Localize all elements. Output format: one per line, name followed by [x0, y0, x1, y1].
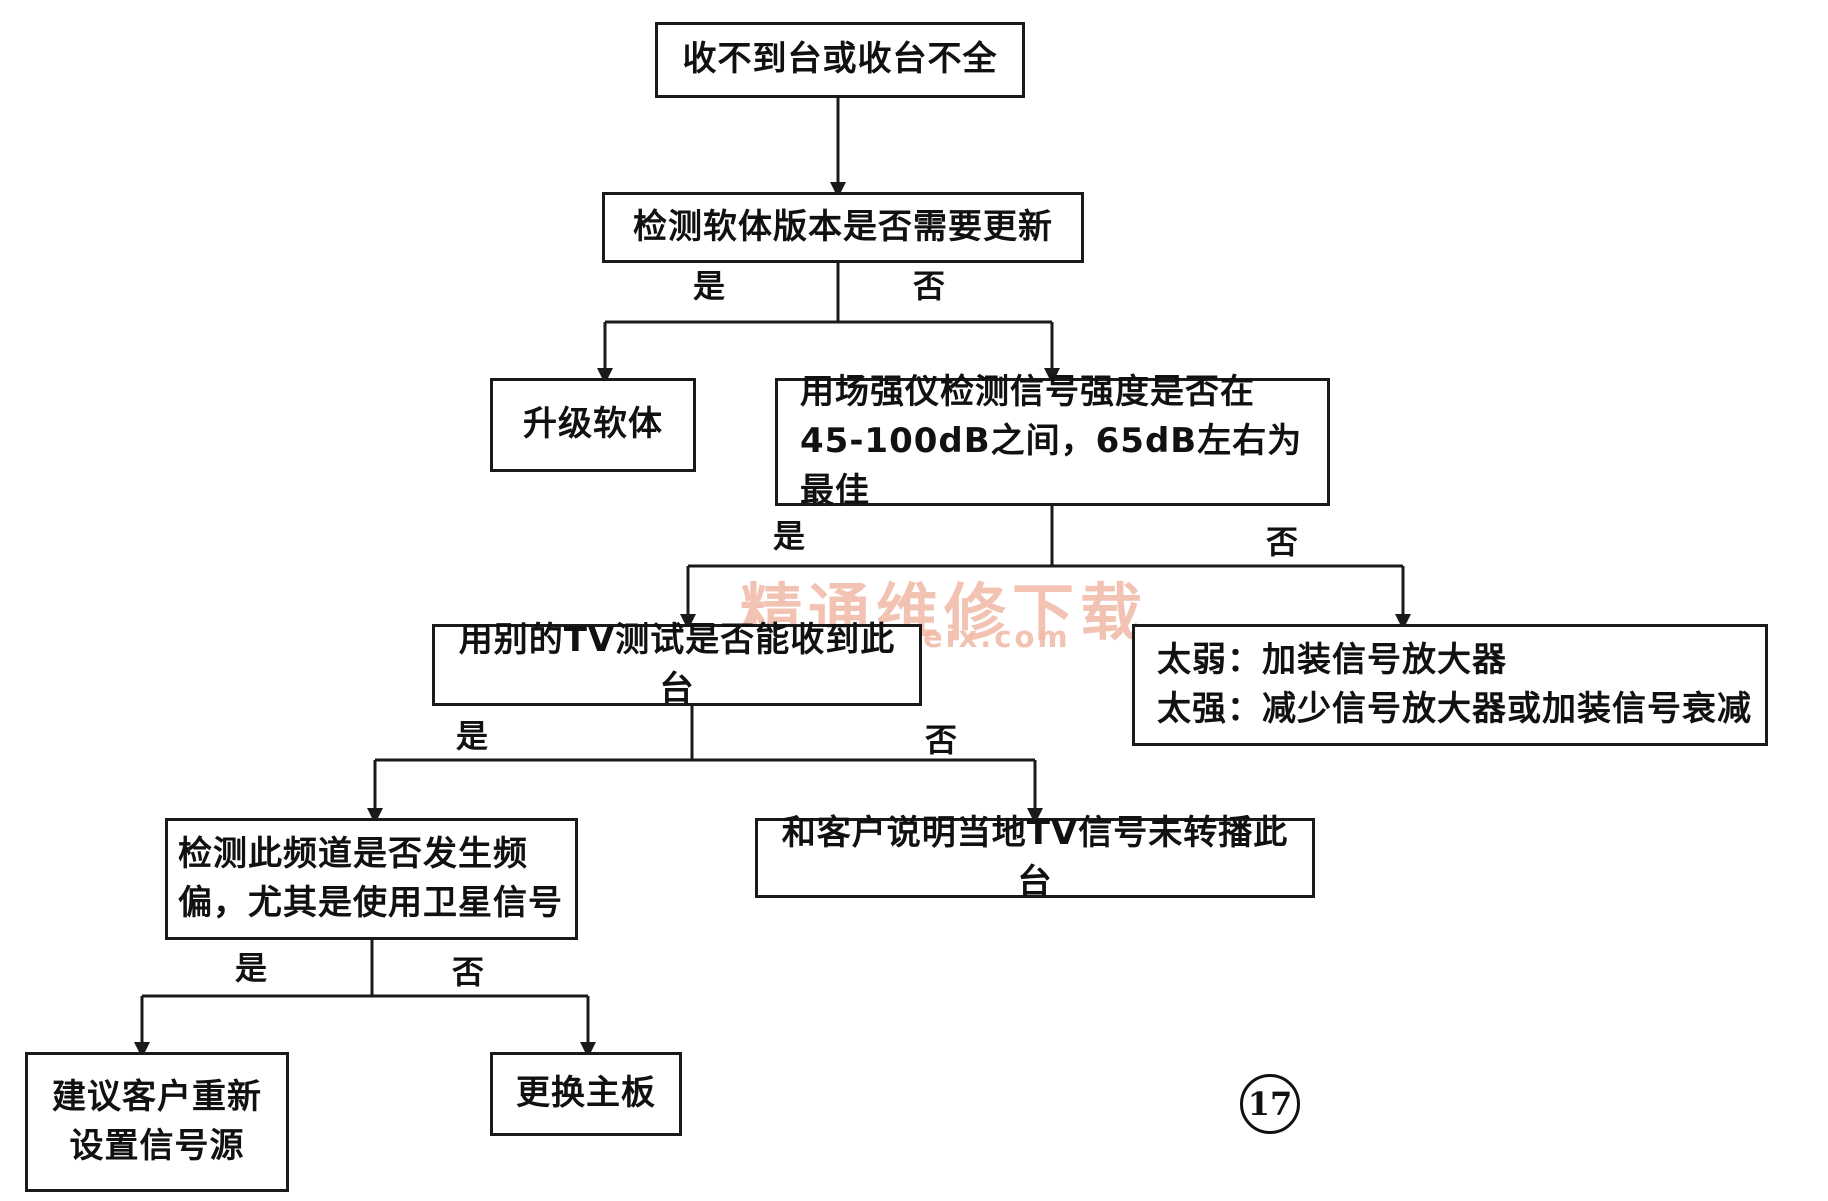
node-check-software: 检测软体版本是否需要更新	[602, 192, 1084, 263]
node-check-channel-line-2: 偏，尤其是使用卫星信号	[178, 883, 563, 923]
node-replace-board: 更换主板	[490, 1052, 682, 1136]
node-start-line-1: 收不到台或收台不全	[682, 39, 998, 80]
label-yes-other-tv: 是	[456, 717, 489, 755]
label-no-upgrade: 否	[913, 267, 946, 305]
node-start: 收不到台或收台不全	[655, 22, 1025, 98]
label-no-channel: 否	[452, 953, 485, 991]
label-yes-upgrade: 是	[693, 267, 726, 305]
node-suggest-reset-line-1: 建议客户重新	[52, 1076, 262, 1117]
node-check-signal-line-1: 用场强仪检测信号强度是否在	[800, 372, 1255, 413]
label-no-signal: 否	[1266, 523, 1299, 561]
node-suggest-reset-line-2: 设置信号源	[69, 1126, 245, 1166]
node-check-channel-line-1: 检测此频道是否发生频	[178, 833, 528, 874]
node-check-signal-line-2: 45-100dB之间，65dB左右为最佳	[800, 421, 1303, 511]
node-test-other-tv: 用别的TV测试是否能收到此台	[432, 620, 922, 709]
node-suggest-reset: 建议客户重新 设置信号源	[25, 1052, 289, 1192]
node-check-software-line-1: 检测软体版本是否需要更新	[633, 206, 1053, 247]
node-explain-customer-line-1: 和客户说明当地TV信号未转播此台	[781, 812, 1289, 902]
label-yes-signal: 是	[773, 517, 806, 555]
node-signal-fix-line-1: 太弱：加装信号放大器	[1157, 639, 1507, 680]
figure-number: 17	[1240, 1074, 1300, 1134]
node-explain-customer: 和客户说明当地TV信号未转播此台	[755, 813, 1315, 902]
node-signal-fix-line-2: 太强：减少信号放大器或加装信号衰减	[1157, 689, 1752, 729]
node-upgrade-software: 升级软体	[490, 378, 696, 472]
label-no-other-tv: 否	[925, 721, 958, 759]
node-check-channel: 检测此频道是否发生频 偏，尤其是使用卫星信号	[165, 818, 578, 940]
node-signal-fix: 太弱：加装信号放大器 太强：减少信号放大器或加装信号衰减	[1132, 624, 1768, 746]
node-test-other-tv-line-1: 用别的TV测试是否能收到此台	[458, 619, 896, 709]
node-upgrade-software-line-1: 升级软体	[523, 404, 663, 445]
figure-number-text: 17	[1247, 1085, 1293, 1123]
node-check-signal: 用场强仪检测信号强度是否在 45-100dB之间，65dB左右为最佳	[775, 372, 1330, 511]
label-yes-channel: 是	[235, 949, 268, 987]
node-replace-board-line-1: 更换主板	[516, 1073, 656, 1114]
